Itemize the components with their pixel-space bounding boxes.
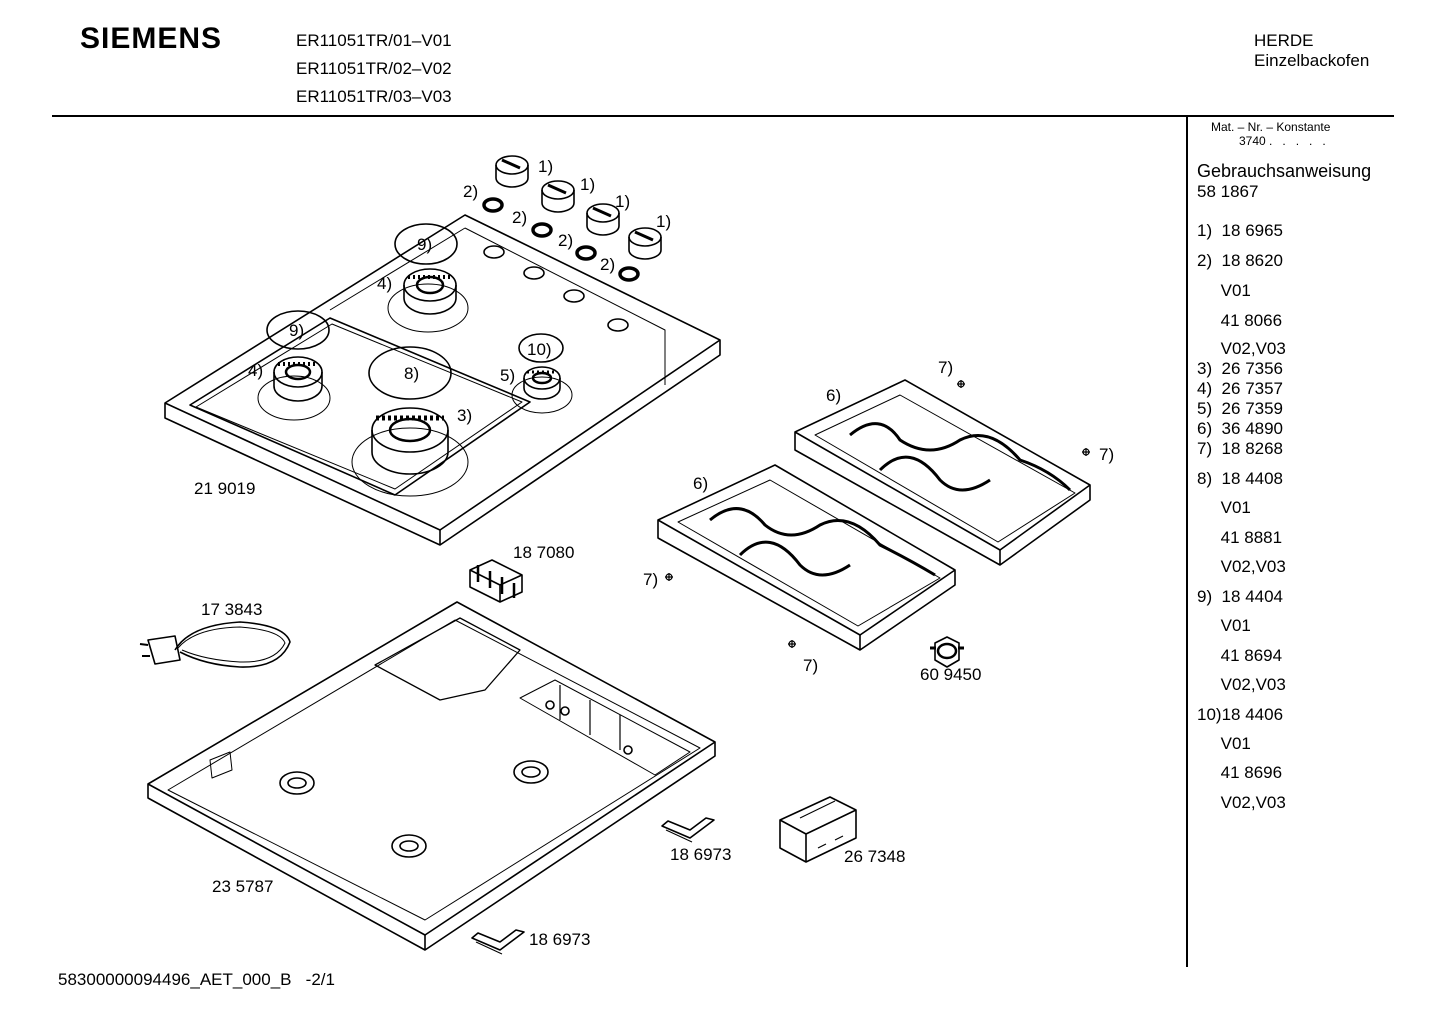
sidebar-rule [1186, 117, 1188, 967]
screw-icon [788, 640, 796, 648]
label-burner: 3) [457, 406, 473, 425]
label-screw: 7) [938, 358, 954, 377]
pan-support-back [794, 379, 1091, 566]
label-burner-bracket: 60 9450 [920, 665, 982, 684]
model-number-1: ER11051TR/01–V01 [296, 31, 452, 50]
parts-list-item: V01 [1197, 281, 1251, 300]
knob-icon [586, 203, 620, 236]
clip-icon [471, 929, 525, 955]
label-burner: 5) [500, 366, 516, 385]
material-number-label: Mat. – Nr. – Konstante [1211, 120, 1331, 134]
label-knob: 1) [538, 157, 554, 176]
parts-list-item: V02,V03 [1197, 793, 1286, 812]
burner-icon [387, 268, 469, 333]
parts-list-item: 41 8694 [1197, 646, 1283, 665]
manual-label: Gebrauchsanweisung [1197, 161, 1372, 181]
parts-list-item: 8) 18 4408 [1197, 469, 1284, 488]
burner-icon [351, 407, 469, 497]
parts-list-item: V02,V03 [1197, 339, 1286, 358]
burner-bracket [930, 636, 964, 668]
label-pan-support: 6) [693, 474, 709, 493]
housing-holes [279, 700, 633, 858]
label-cap: 8) [404, 364, 420, 383]
label-screw: 7) [803, 656, 819, 675]
parts-list-item: 4) 26 7357 [1197, 379, 1284, 398]
burners [257, 268, 573, 497]
burner-caps [266, 223, 564, 400]
parts-list-item: V02,V03 [1197, 675, 1286, 694]
label-screw: 7) [643, 570, 659, 589]
document-code: 58300000094496_AET_000_B -2/1 [58, 970, 335, 989]
label-screw: 7) [1099, 445, 1115, 464]
terminal-box [779, 796, 857, 863]
brand-logo: SIEMENS [80, 22, 223, 55]
knob-icon [495, 155, 529, 188]
parts-list-item: 1) 18 6965 [1197, 221, 1284, 240]
model-number-3: ER11051TR/03–V03 [296, 87, 452, 106]
label-burner: 4) [377, 274, 393, 293]
burner-icon [511, 366, 573, 414]
parts-list-item: 3) 26 7356 [1197, 359, 1284, 378]
label-ring: 2) [600, 255, 616, 274]
parts-list-item: 41 8881 [1197, 528, 1283, 547]
parts-list-item: 5) 26 7359 [1197, 399, 1284, 418]
parts-list-item: 10)18 4406 [1197, 705, 1284, 724]
label-bracket: 18 7080 [513, 543, 575, 562]
burner-icon [257, 356, 331, 421]
label-ring: 2) [512, 208, 528, 227]
label-knob: 1) [580, 175, 596, 194]
label-housing: 23 5787 [212, 877, 274, 896]
label-cable: 17 3843 [201, 600, 263, 619]
label-ring: 2) [463, 182, 479, 201]
screw-icon [957, 380, 965, 388]
manual-value: 58 1867 [1197, 182, 1259, 201]
material-number-value: 3740 . . . . . [1239, 134, 1326, 148]
model-number-2: ER11051TR/02–V02 [296, 59, 452, 78]
label-cap: 10) [527, 340, 552, 359]
screw-icon [1082, 448, 1090, 456]
parts-list-item: V02,V03 [1197, 557, 1286, 576]
parts-list-item: 7) 18 8268 [1197, 439, 1284, 458]
parts-list-item: 41 8696 [1197, 763, 1283, 782]
label-clip: 18 6973 [670, 845, 732, 864]
label-knob: 1) [656, 212, 672, 231]
label-burner: 4) [248, 361, 264, 380]
product-subcategory: Einzelbackofen [1254, 51, 1370, 70]
label-terminal-box: 26 7348 [844, 847, 906, 866]
label-hob-top: 21 9019 [194, 479, 256, 498]
pan-support-front [657, 464, 956, 651]
control-knobs [495, 155, 662, 260]
control-holes [483, 245, 629, 332]
header-rule [52, 115, 1394, 117]
knob-icon [541, 180, 575, 213]
screws [665, 380, 1090, 648]
screw-icon [665, 573, 673, 581]
knob-icon [628, 227, 662, 260]
parts-list-item: V01 [1197, 616, 1251, 635]
bottom-housing [147, 601, 716, 951]
parts-list-item: V01 [1197, 734, 1251, 753]
clip-icon [661, 817, 715, 843]
label-ring: 2) [558, 231, 574, 250]
parts-list-item: 9) 18 4404 [1197, 587, 1284, 606]
label-pan-support: 6) [826, 386, 842, 405]
label-cap: 9) [417, 235, 433, 254]
knob-rings [482, 197, 640, 282]
parts-list-item: 41 8066 [1197, 311, 1283, 330]
exploded-parts-diagram [139, 155, 1091, 955]
label-knob: 1) [615, 192, 631, 211]
label-clip: 18 6973 [529, 930, 591, 949]
parts-list-item: V01 [1197, 498, 1251, 517]
parts-list-item: 6) 36 4890 [1197, 419, 1284, 438]
parts-list-item: 2) 18 8620 [1197, 251, 1284, 270]
label-cap: 9) [289, 321, 305, 340]
mounting-bracket [469, 559, 523, 603]
product-category: HERDE [1254, 31, 1314, 50]
power-cable [139, 621, 291, 668]
